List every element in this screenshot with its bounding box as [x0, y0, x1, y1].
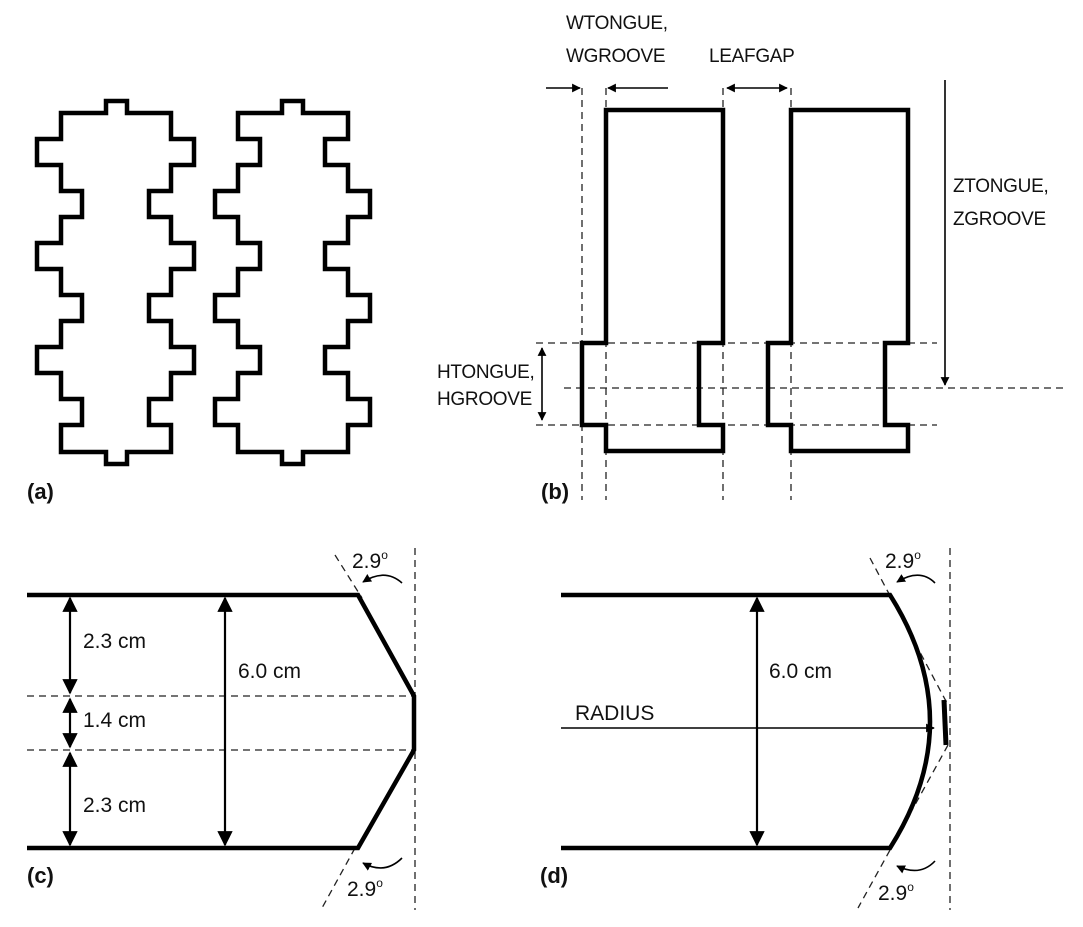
label-ztongue: ZTONGUE,: [953, 176, 1048, 197]
panel-label-c: (c): [27, 863, 54, 888]
label-htongue: HTONGUE,: [437, 362, 535, 383]
label-angle-top: 2.9o: [352, 548, 388, 573]
label-wtongue: WTONGUE,: [566, 13, 668, 34]
label-angle-bottom-d: 2.9o: [878, 880, 914, 905]
label-dim-total-d: 6.0 cm: [769, 660, 832, 683]
panel-c: 2.3 cm 1.4 cm 2.3 cm 6.0 cm 2.9o 2.9o (c…: [27, 548, 417, 910]
panel-label-d: (d): [540, 863, 568, 888]
angle-arrow-bottom-d: [896, 860, 936, 874]
label-dim-middle: 1.4 cm: [83, 709, 146, 732]
label-dim-top: 2.3 cm: [83, 630, 146, 653]
label-zgroove: ZGROOVE: [953, 209, 1046, 230]
panel-label-a: (a): [27, 479, 54, 504]
label-dim-total: 6.0 cm: [238, 660, 301, 683]
panel-label-b: (b): [541, 479, 569, 504]
leaf-profile-left: [34, 98, 197, 467]
angle-arrow-bottom: [362, 857, 403, 871]
label-radius: RADIUS: [575, 702, 654, 725]
label-angle-top-d: 2.9o: [885, 548, 921, 573]
tangent-reference-top: [869, 557, 949, 706]
leaf-b-right: [765, 107, 911, 454]
label-wgroove-text: WGROOVE: [566, 46, 665, 67]
label-angle-bottom: 2.9o: [347, 876, 383, 901]
panel-b: WTONGUE, WGROOVE LEAFGAP ZTONGUE, ZGROOV…: [437, 13, 1068, 504]
leaf-b-left: [579, 107, 726, 454]
label-hgroove: HGROOVE: [437, 389, 532, 410]
angle-reference-top: [334, 554, 363, 599]
panel-a: (a): [27, 98, 373, 504]
label-dim-bottom: 2.3 cm: [83, 794, 146, 817]
angle-arrow-top-d: [896, 574, 936, 584]
angle-arrow-top: [362, 574, 403, 584]
arc-apex: [941, 699, 949, 746]
panel-d: 6.0 cm RADIUS 2.9o 2.9o (d): [540, 548, 951, 910]
chamfered-leaf-end: [27, 592, 417, 851]
leaf-profile-right: [212, 98, 373, 467]
label-leafgap: LEAFGAP: [709, 46, 795, 67]
rounded-leaf-end: [561, 592, 933, 851]
